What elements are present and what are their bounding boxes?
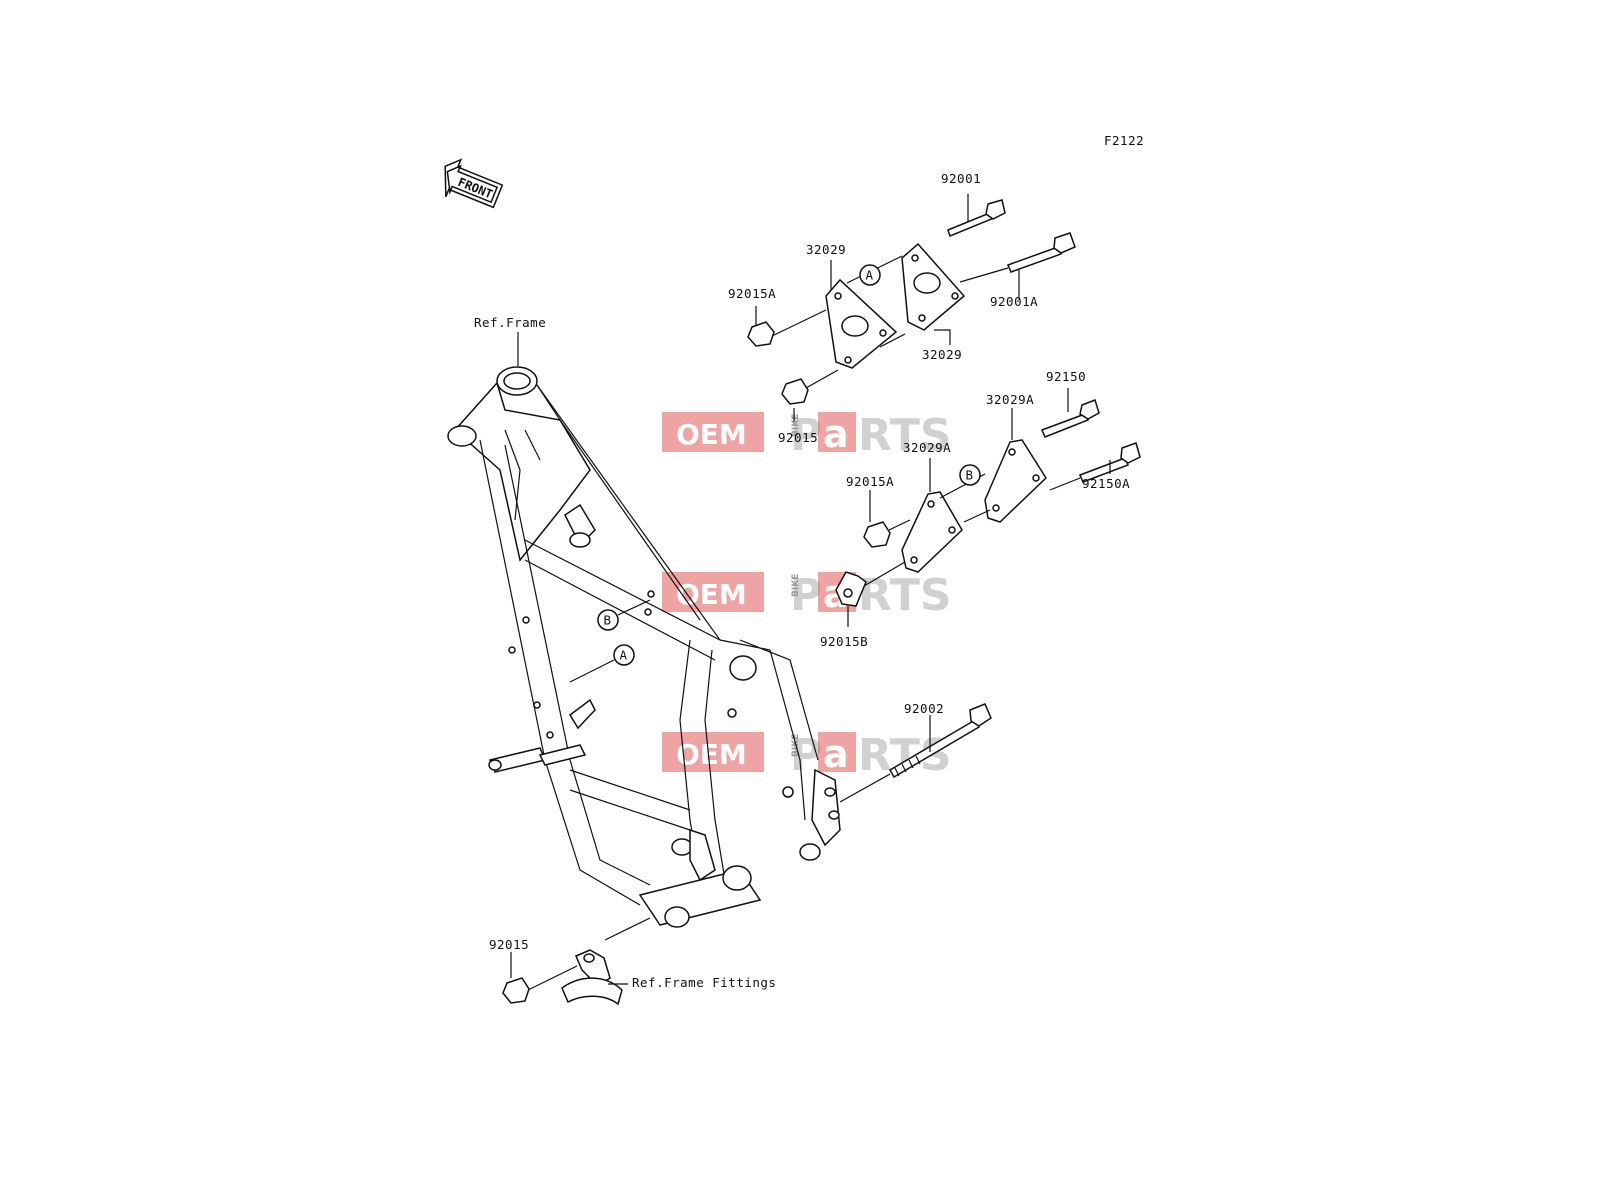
watermark-p: P [790,410,822,461]
label-ref-frame-fittings: Ref.Frame Fittings [632,975,776,990]
marker-a-top: A [859,264,881,286]
mid-mount-assembly [835,399,1141,607]
label-92015-bottom: 92015 [489,937,529,952]
part-labels: 92001 92001A 32029 32029 92015A 92015 92… [474,171,1130,990]
marker-letter: B [966,468,974,483]
watermark-rts: RTS [858,410,952,461]
label-92002: 92002 [904,701,944,716]
watermark-text: OEM [676,418,747,451]
marker-b-frame: B [597,599,651,631]
marker-letter: A [620,648,628,663]
rear-bolt-assembly [839,703,992,803]
label-92015B: 92015B [820,634,868,649]
label-32029-top: 32029 [806,242,846,257]
bottom-fittings [502,917,651,1006]
label-92150A: 92150A [1082,476,1130,491]
marker-letter: A [866,268,874,283]
watermark-text: OEM [676,738,747,771]
label-32029-right: 32029 [922,347,962,362]
watermark-bottom: OEM BIKE P a RTS [662,730,952,781]
watermark-a: a [823,412,849,456]
label-92015A-mid: 92015A [846,474,894,489]
front-arrow-icon: FRONT [444,158,504,209]
leader-lines [510,194,1111,985]
watermark-rts: RTS [858,570,952,621]
label-92015A-top: 92015A [728,286,776,301]
figure-code: F2122 [1104,133,1144,148]
marker-b-mid: B [959,464,981,486]
watermark-middle: OEM BIKE P a RTS [662,570,952,621]
marker-a-frame: A [569,644,635,683]
label-92150: 92150 [1046,369,1086,384]
top-mount-assembly [747,199,1076,405]
watermark-p: P [790,570,822,621]
watermark-small: BIKE [791,574,801,597]
watermark-a: a [823,732,849,776]
watermark-rts: RTS [858,730,952,781]
watermark-small: BIKE [791,414,801,437]
label-32029A-right: 32029A [986,392,1034,407]
motorcycle-frame [447,366,841,928]
watermark-top: OEM BIKE P a RTS [662,410,952,461]
label-92015-top: 92015 [778,430,818,445]
label-92001A: 92001A [990,294,1038,309]
marker-letter: B [604,613,612,628]
label-92001: 92001 [941,171,981,186]
label-ref-frame: Ref.Frame [474,315,546,330]
label-32029A-left: 32029A [903,440,951,455]
